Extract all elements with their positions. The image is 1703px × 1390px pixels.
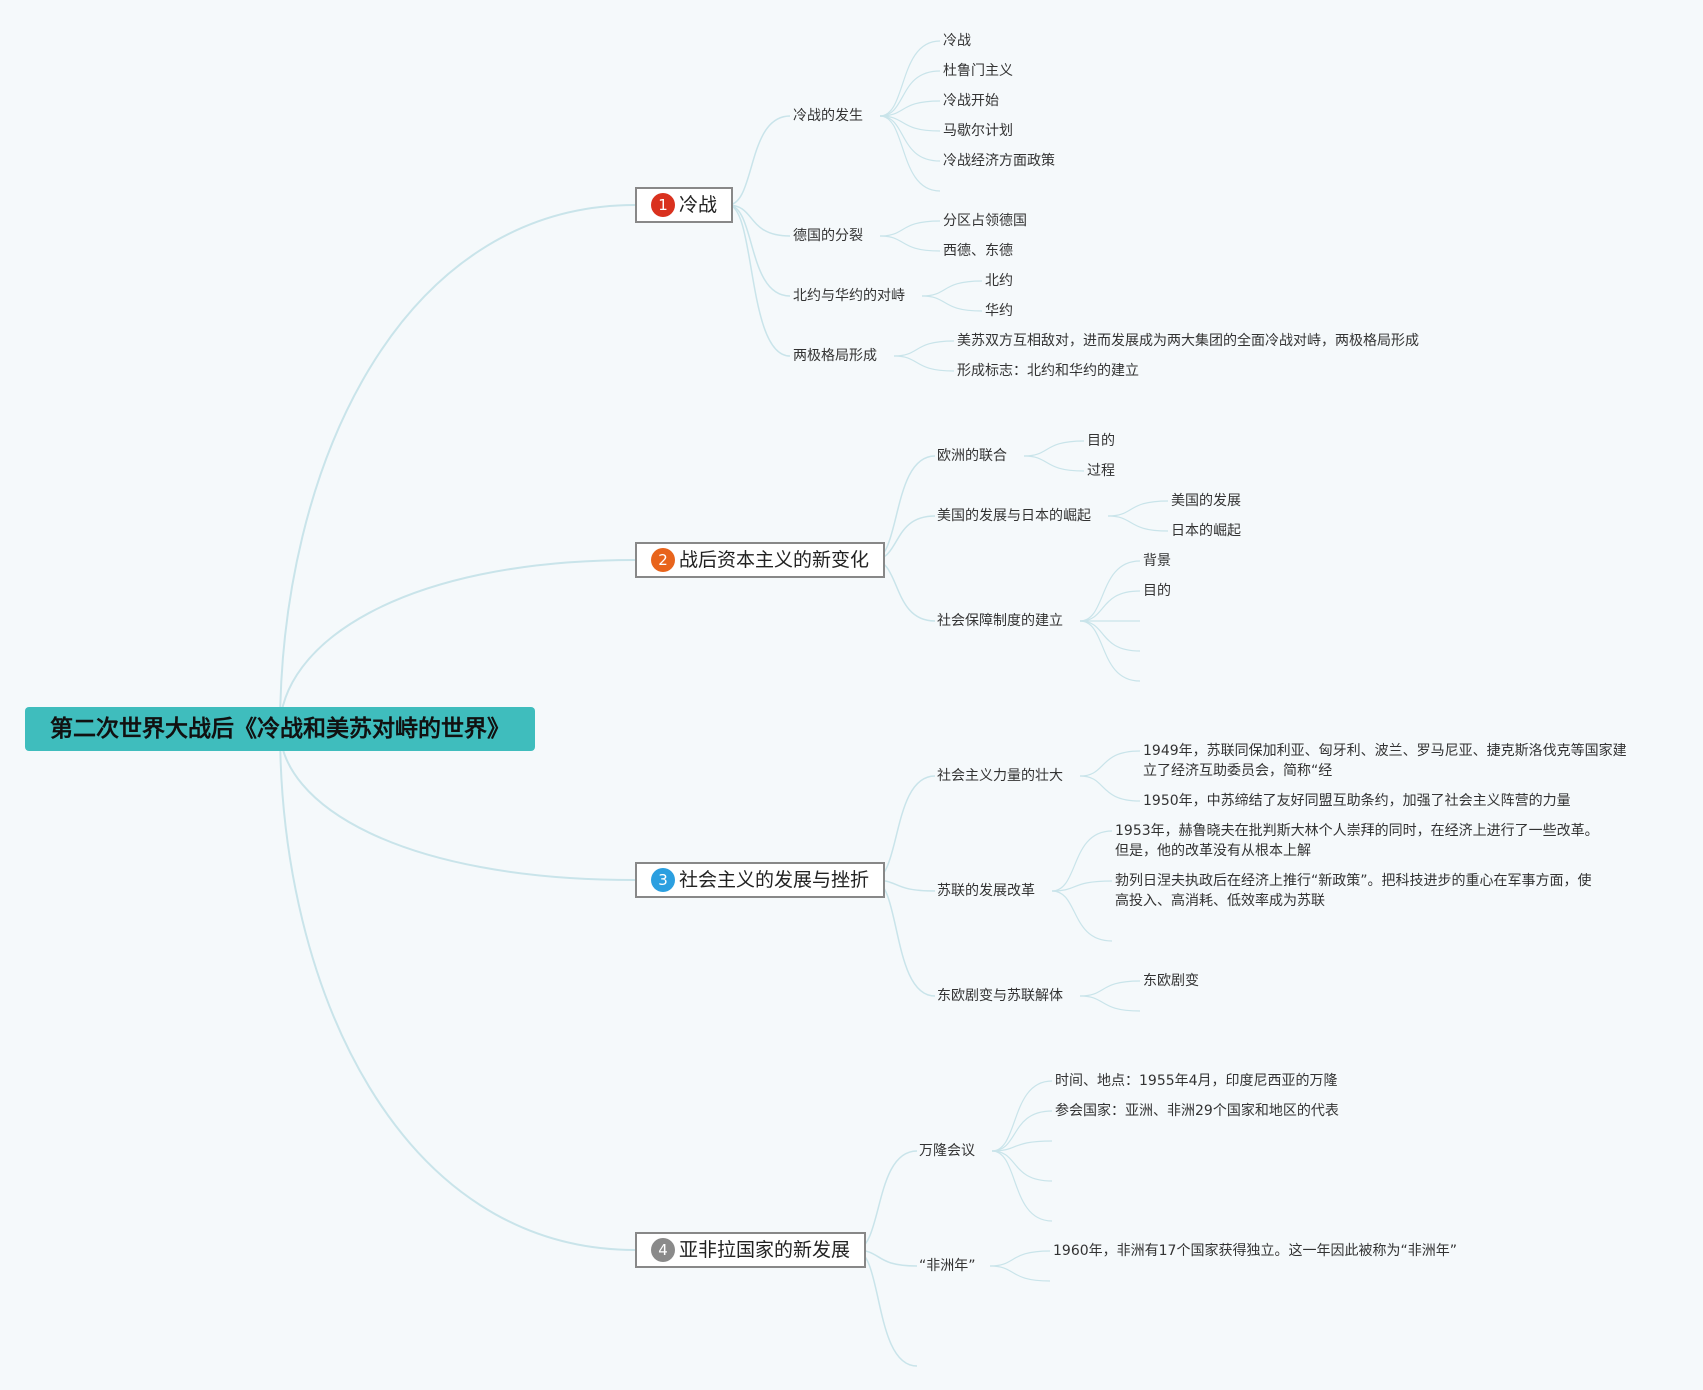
branch-label: 社会主义的发展与挫折 [679, 869, 870, 891]
subtopic-bandung[interactable]: 万隆会议 [919, 1143, 975, 1159]
leaf-cold-war[interactable]: 冷战 [943, 33, 971, 49]
connector-line [727, 204, 791, 357]
connector-line [1079, 560, 1141, 622]
leaf-warsaw-pact[interactable]: 华约 [985, 303, 1013, 319]
connector-line [279, 728, 636, 881]
root-topic[interactable]: 第二次世界大战后《冷战和美苏对峙的世界》 [25, 707, 535, 751]
leaf-west-east-germany[interactable]: 西德、东德 [943, 243, 1013, 259]
subtopic-eastern-europe[interactable]: 东欧剧变与苏联解体 [937, 988, 1063, 1004]
connector-line [279, 559, 636, 730]
branch-label: 战后资本主义的新变化 [679, 549, 870, 571]
connector-line [991, 1150, 1053, 1182]
connector-line [1079, 995, 1141, 1012]
leaf-bipolar-sign[interactable]: 形成标志：北约和华约的建立 [957, 363, 1139, 379]
leaf-bandung-participants[interactable]: 参会国家：亚洲、非洲29个国家和地区的代表 [1055, 1103, 1339, 1119]
leaf-background[interactable]: 背景 [1143, 553, 1171, 569]
connector-line [1079, 750, 1141, 777]
connector-line [727, 204, 791, 237]
leaf-bipolar-formed[interactable]: 美苏双方互相敌对，进而发展成为两大集团的全面冷战对峙，两极格局形成 [957, 333, 1419, 349]
leaf-bandung-time-place[interactable]: 时间、地点：1955年4月，印度尼西亚的万隆 [1055, 1073, 1338, 1089]
connector-line [991, 1140, 1053, 1152]
connector-line [893, 340, 955, 357]
connector-line [989, 1250, 1051, 1267]
connector-line [1079, 980, 1141, 997]
leaf-occupied-germany[interactable]: 分区占领德国 [943, 213, 1027, 229]
subtopic-europe-union[interactable]: 欧洲的联合 [937, 448, 1007, 464]
leaf-truman-doctrine[interactable]: 杜鲁门主义 [943, 63, 1013, 79]
connector-line [1051, 890, 1113, 942]
connector-line [879, 115, 941, 162]
connector-line [279, 204, 636, 730]
connector-line [1023, 440, 1085, 457]
leaf-khrushchev-reform[interactable]: 1953年，赫鲁晓夫在批判斯大林个人崇拜的同时，在经济上进行了一些改革。但是，他… [1115, 823, 1599, 859]
connector-line [879, 70, 941, 117]
leaf-purpose[interactable]: 目的 [1143, 583, 1171, 599]
connector-line [991, 1150, 1053, 1222]
branch-label: 冷战 [679, 194, 718, 216]
connector-line [879, 235, 941, 252]
leaf-us-development[interactable]: 美国的发展 [1171, 493, 1241, 509]
number-badge: 3 [651, 868, 675, 892]
leaf-process[interactable]: 过程 [1087, 463, 1115, 479]
leaf-purpose[interactable]: 目的 [1087, 433, 1115, 449]
number-badge: 2 [651, 548, 675, 572]
subtopic-cold-war-origin[interactable]: 冷战的发生 [793, 108, 863, 124]
number-badge: 4 [651, 1238, 675, 1262]
leaf-japan-rise[interactable]: 日本的崛起 [1171, 523, 1241, 539]
connector-line [1051, 880, 1113, 892]
branch-afro-asian[interactable]: 4 亚非拉国家的新发展 [635, 1232, 867, 1268]
connector-line [991, 1080, 1053, 1152]
leaf-comecon[interactable]: 1949年，苏联同保加利亚、匈牙利、波兰、罗马尼亚、捷克斯洛伐克等国家建立了经济… [1143, 743, 1627, 779]
connector-line [1107, 515, 1169, 532]
subtopic-nato-warsaw[interactable]: 北约与华约的对峙 [793, 288, 905, 304]
leaf-sino-soviet-treaty[interactable]: 1950年，中苏缔结了友好同盟互助条约，加强了社会主义阵营的力量 [1143, 793, 1571, 809]
subtopic-bipolar[interactable]: 两极格局形成 [793, 348, 877, 364]
leaf-cold-war-start[interactable]: 冷战开始 [943, 93, 999, 109]
connector-line [893, 355, 955, 372]
branch-cold-war[interactable]: 1 冷战 [635, 187, 734, 223]
connector-line [921, 280, 983, 297]
connector-line [879, 100, 941, 117]
leaf-africa-year[interactable]: 1960年，非洲有17个国家获得独立。这一年因此被称为“非洲年” [1053, 1243, 1457, 1259]
number-badge: 1 [651, 193, 675, 217]
connector-line [879, 220, 941, 237]
leaf-economic-policy[interactable]: 冷战经济方面政策 [943, 153, 1055, 169]
leaf-brezhnev-policy[interactable]: 勃列日涅夫执政后在经济上推行“新政策”。把科技进步的重心在军事方面，使高投入、高… [1115, 873, 1592, 909]
leaf-marshall-plan[interactable]: 马歇尔计划 [943, 123, 1013, 139]
connector-line [1107, 500, 1169, 517]
leaf-nato[interactable]: 北约 [985, 273, 1013, 289]
connector-line [727, 115, 791, 206]
connector-line [1079, 590, 1141, 622]
connector-line [989, 1265, 1051, 1282]
connector-line [1079, 775, 1141, 802]
branch-label: 亚非拉国家的新发展 [679, 1239, 851, 1261]
connector-line [879, 115, 941, 132]
connector-line [1079, 620, 1141, 682]
subtopic-soviet-reform[interactable]: 苏联的发展改革 [937, 883, 1035, 899]
connector-line [879, 115, 941, 192]
connector-line [727, 204, 791, 297]
branch-socialism[interactable]: 3 社会主义的发展与挫折 [635, 862, 886, 898]
subtopic-germany-split[interactable]: 德国的分裂 [793, 228, 863, 244]
subtopic-socialism-growth[interactable]: 社会主义力量的壮大 [937, 768, 1063, 784]
subtopic-africa-year[interactable]: “非洲年” [919, 1258, 976, 1274]
connector-line [279, 728, 636, 1251]
connector-line [1079, 620, 1141, 652]
connector-line [879, 40, 941, 117]
connector-line [1051, 830, 1113, 892]
leaf-eastern-europe-upheaval[interactable]: 东欧剧变 [1143, 973, 1199, 989]
connector-line [1023, 455, 1085, 472]
subtopic-social-security[interactable]: 社会保障制度的建立 [937, 613, 1063, 629]
branch-capitalism[interactable]: 2 战后资本主义的新变化 [635, 542, 886, 578]
connector-line [991, 1110, 1053, 1152]
subtopic-us-japan[interactable]: 美国的发展与日本的崛起 [937, 508, 1091, 524]
connector-line [921, 295, 983, 312]
